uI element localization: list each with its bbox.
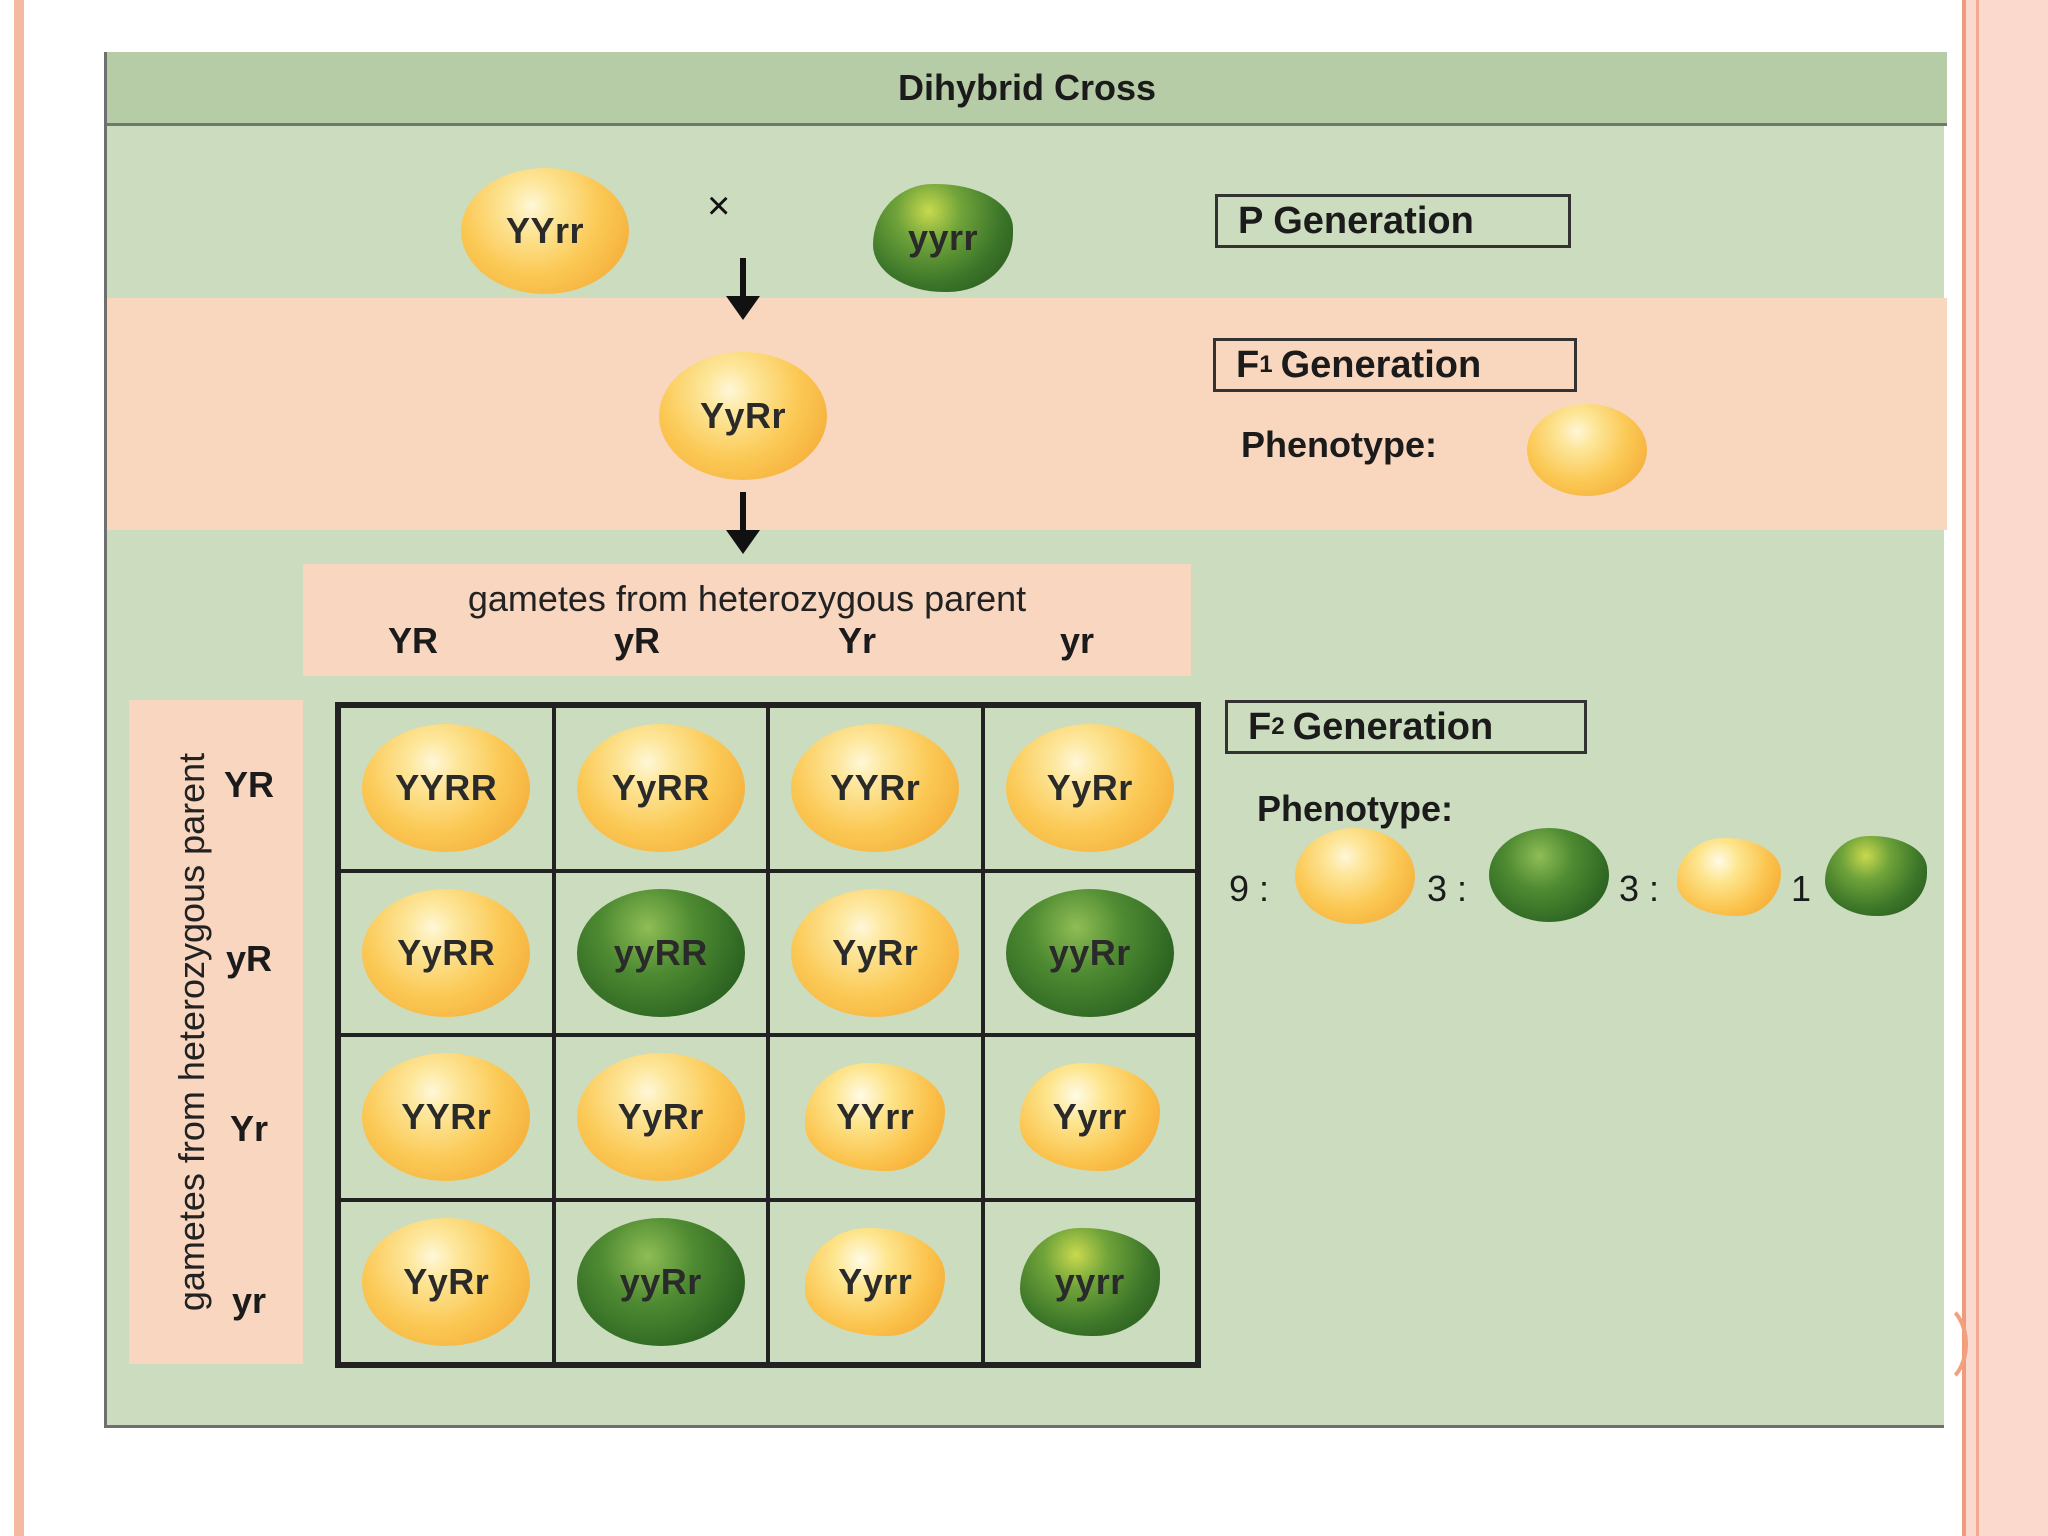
pea-yellow-round: YYRR xyxy=(362,724,531,853)
f1-generation-label-box: F 1 Generation xyxy=(1213,338,1577,392)
f1-genotype: YyRr xyxy=(699,395,787,436)
top-gametes-title: gametes from heterozygous parent xyxy=(467,578,1027,619)
genotype-label: Yyrr xyxy=(838,1260,913,1302)
pea-green-round: yyRr xyxy=(1005,888,1174,1017)
genotype-label: YyRr xyxy=(617,1096,704,1138)
punnett-cell: YyRr xyxy=(982,706,1197,871)
left-allele-Yr: Yr xyxy=(229,1108,269,1149)
left-gametes-panel: gametes from heterozygous parent YR yR Y… xyxy=(129,700,303,1364)
ratio-pea-yellow-wrinkled xyxy=(1677,838,1781,916)
genotype-label: YYRR xyxy=(395,767,498,809)
top-gametes-panel: gametes from heterozygous parent YR yR Y… xyxy=(303,564,1191,676)
left-allele-YR: YR xyxy=(223,764,274,805)
ratio-pea-yellow-round xyxy=(1295,828,1415,924)
genotype-label: Yyrr xyxy=(1052,1096,1127,1138)
genotype-label: YYRr xyxy=(401,1096,492,1138)
punnett-cell: Yyrr xyxy=(768,1199,983,1364)
genotype-label: YYrr xyxy=(836,1096,915,1138)
genotype-label: yyRr xyxy=(1048,931,1131,973)
genotype-label: yyRr xyxy=(619,1260,702,1302)
pea-yellow-round: YyRr xyxy=(362,1217,531,1346)
pea-yellow-round: YYRr xyxy=(791,724,960,853)
parent2-genotype: yyrr xyxy=(907,217,979,258)
pea-yellow-round: YyRR xyxy=(576,724,745,853)
punnett-cell: YYRR xyxy=(339,706,554,871)
top-allele-yr: yr xyxy=(1059,620,1095,661)
parent1-genotype: YYrr xyxy=(505,210,585,251)
punnett-cell: Yyrr xyxy=(982,1035,1197,1200)
ratio-pea-green-wrinkled xyxy=(1825,836,1927,916)
genotype-label: yyrr xyxy=(1054,1260,1125,1302)
genotype-label: YyRr xyxy=(1046,767,1133,809)
ratio-green-wrinkled-count: 1 xyxy=(1791,868,1812,909)
genotype-label: YyRR xyxy=(611,767,710,809)
left-gametes-title: gametes from heterozygous parent xyxy=(171,752,212,1312)
f1-label-subscript: 1 xyxy=(1259,351,1273,378)
f2-label-letter: F xyxy=(1248,705,1272,748)
top-allele-YR: YR xyxy=(387,620,438,661)
genotype-label: yyRR xyxy=(613,931,708,973)
f1-label-rest: Generation xyxy=(1280,343,1482,386)
punnett-cell: yyRr xyxy=(982,870,1197,1035)
punnett-cell: YYRr xyxy=(768,706,983,871)
pea-yellow-round: YyRr xyxy=(791,888,960,1017)
p-generation-label: P Generation xyxy=(1238,199,1474,242)
ratio-pea-green-round xyxy=(1489,828,1609,922)
f1-phenotype-label: Phenotype: xyxy=(1241,424,1438,465)
punnett-cell: YyRR xyxy=(339,870,554,1035)
f1-generation-band xyxy=(107,298,1947,530)
top-allele-yR: yR xyxy=(613,620,661,661)
slide-decoration-circle xyxy=(1900,1300,1968,1388)
punnett-cell: YYRr xyxy=(339,1035,554,1200)
pea-yellow-round: YYRr xyxy=(362,1053,531,1182)
pea-yellow-wrinkled: Yyrr xyxy=(805,1227,946,1336)
pea-yellow-round: YyRR xyxy=(362,888,531,1017)
genotype-label: YyRr xyxy=(832,931,919,973)
punnett-cell: YyRr xyxy=(768,870,983,1035)
f2-label-subscript: 2 xyxy=(1271,713,1285,740)
ratio-yellow-wrinkled-count: 3 : xyxy=(1619,868,1660,909)
punnett-cell: YyRr xyxy=(553,1035,768,1200)
cross-symbol: × xyxy=(707,184,731,228)
punnett-cell: YyRR xyxy=(553,706,768,871)
genotype-label: YYRr xyxy=(830,767,921,809)
figure-header: Dihybrid Cross xyxy=(107,52,1947,126)
genotype-label: YyRr xyxy=(403,1260,490,1302)
punnett-cell: yyRR xyxy=(553,870,768,1035)
ratio-yellow-round-count: 9 : xyxy=(1229,868,1270,909)
pea-yellow-wrinkled: YYrr xyxy=(805,1063,946,1172)
pea-yellow-wrinkled: Yyrr xyxy=(1019,1063,1160,1172)
parent-pea-yellow-round: YYrr xyxy=(461,168,629,294)
dihybrid-cross-figure: Dihybrid Cross YYrr × yyrr P Generation … xyxy=(104,52,1947,1428)
punnett-cell: YYrr xyxy=(768,1035,983,1200)
p-generation-label-box: P Generation xyxy=(1215,194,1571,248)
f2-generation-label-box: F 2 Generation xyxy=(1225,700,1587,754)
top-allele-Yr: Yr xyxy=(837,620,877,661)
slide-right-border xyxy=(1962,0,2048,1536)
f1-label-letter: F xyxy=(1236,343,1260,386)
left-allele-yR: yR xyxy=(225,938,273,979)
genotype-label: YyRR xyxy=(397,931,496,973)
pea-yellow-round: YyRr xyxy=(576,1053,745,1182)
figure-title: Dihybrid Cross xyxy=(897,66,1157,108)
parent-pea-green-wrinkled: yyrr xyxy=(873,184,1013,292)
pea-yellow-round: YyRr xyxy=(1005,724,1174,853)
ratio-green-round-count: 3 : xyxy=(1427,868,1468,909)
f2-label-rest: Generation xyxy=(1292,705,1494,748)
pea-green-round: yyRR xyxy=(576,888,745,1017)
pea-green-round: yyRr xyxy=(576,1217,745,1346)
left-allele-yr: yr xyxy=(231,1280,267,1321)
pea-green-wrinkled: yyrr xyxy=(1019,1227,1160,1336)
f2-phenotype-label: Phenotype: xyxy=(1257,788,1454,829)
f1-pea-yellow-round: YyRr xyxy=(659,352,827,480)
punnett-cell: yyrr xyxy=(982,1199,1197,1364)
f1-phenotype-pea-yellow-round xyxy=(1527,404,1647,496)
punnett-cell: YyRr xyxy=(339,1199,554,1364)
arrow-down-p-to-f1 xyxy=(726,258,760,320)
slide-left-border xyxy=(14,0,24,1536)
punnett-cell: yyRr xyxy=(553,1199,768,1364)
arrow-down-f1-to-gametes xyxy=(726,492,760,554)
